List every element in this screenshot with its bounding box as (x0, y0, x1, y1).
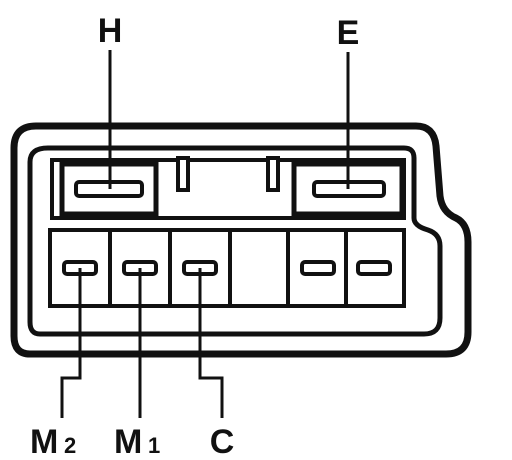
key-slot-left (176, 156, 190, 192)
label-e: E (337, 14, 360, 52)
cavity-5 (286, 228, 348, 308)
connector-outer-shell (10, 122, 472, 358)
label-m2-sub: 2 (64, 433, 76, 458)
connector-inner-shell (27, 145, 443, 337)
label-m1-sub: 1 (148, 433, 160, 458)
label-h: H (98, 12, 123, 50)
top-row-frame (50, 158, 406, 220)
label-m2-main: M (30, 423, 58, 460)
cavity-4 (228, 228, 290, 308)
label-m1-main: M (114, 423, 142, 460)
label-c: C (210, 423, 235, 460)
terminal-6 (356, 260, 392, 276)
terminal-5 (300, 260, 336, 276)
key-slot-right (266, 156, 280, 192)
cavity-6 (344, 228, 406, 308)
leader-m2 (60, 268, 82, 418)
leader-c (198, 268, 224, 418)
